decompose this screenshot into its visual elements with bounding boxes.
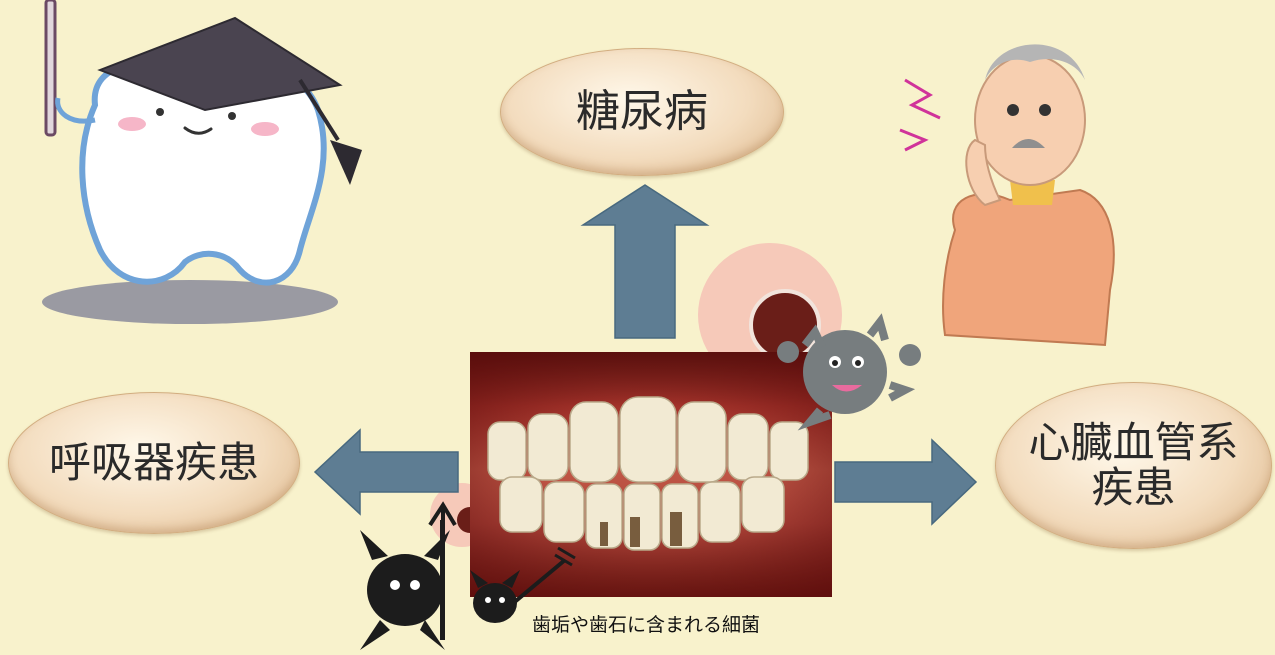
arrow-up [583,185,707,338]
node-respiratory-disease: 呼吸器疾患 [8,392,300,534]
node-cardiovascular-disease: 心臓血管系 疾患 [995,382,1272,549]
arrow-right [835,440,976,524]
center-caption: 歯垢や歯石に含まれる細菌 [532,610,760,637]
node-diabetes-label: 糖尿病 [576,89,708,135]
node-respiratory-label: 呼吸器疾患 [49,441,259,485]
node-cardio-label-line2: 疾患 [1028,466,1238,510]
node-cardio-label-line1: 心臓血管系 [1028,421,1238,465]
arrow-left [315,430,458,514]
node-diabetes: 糖尿病 [500,48,784,176]
